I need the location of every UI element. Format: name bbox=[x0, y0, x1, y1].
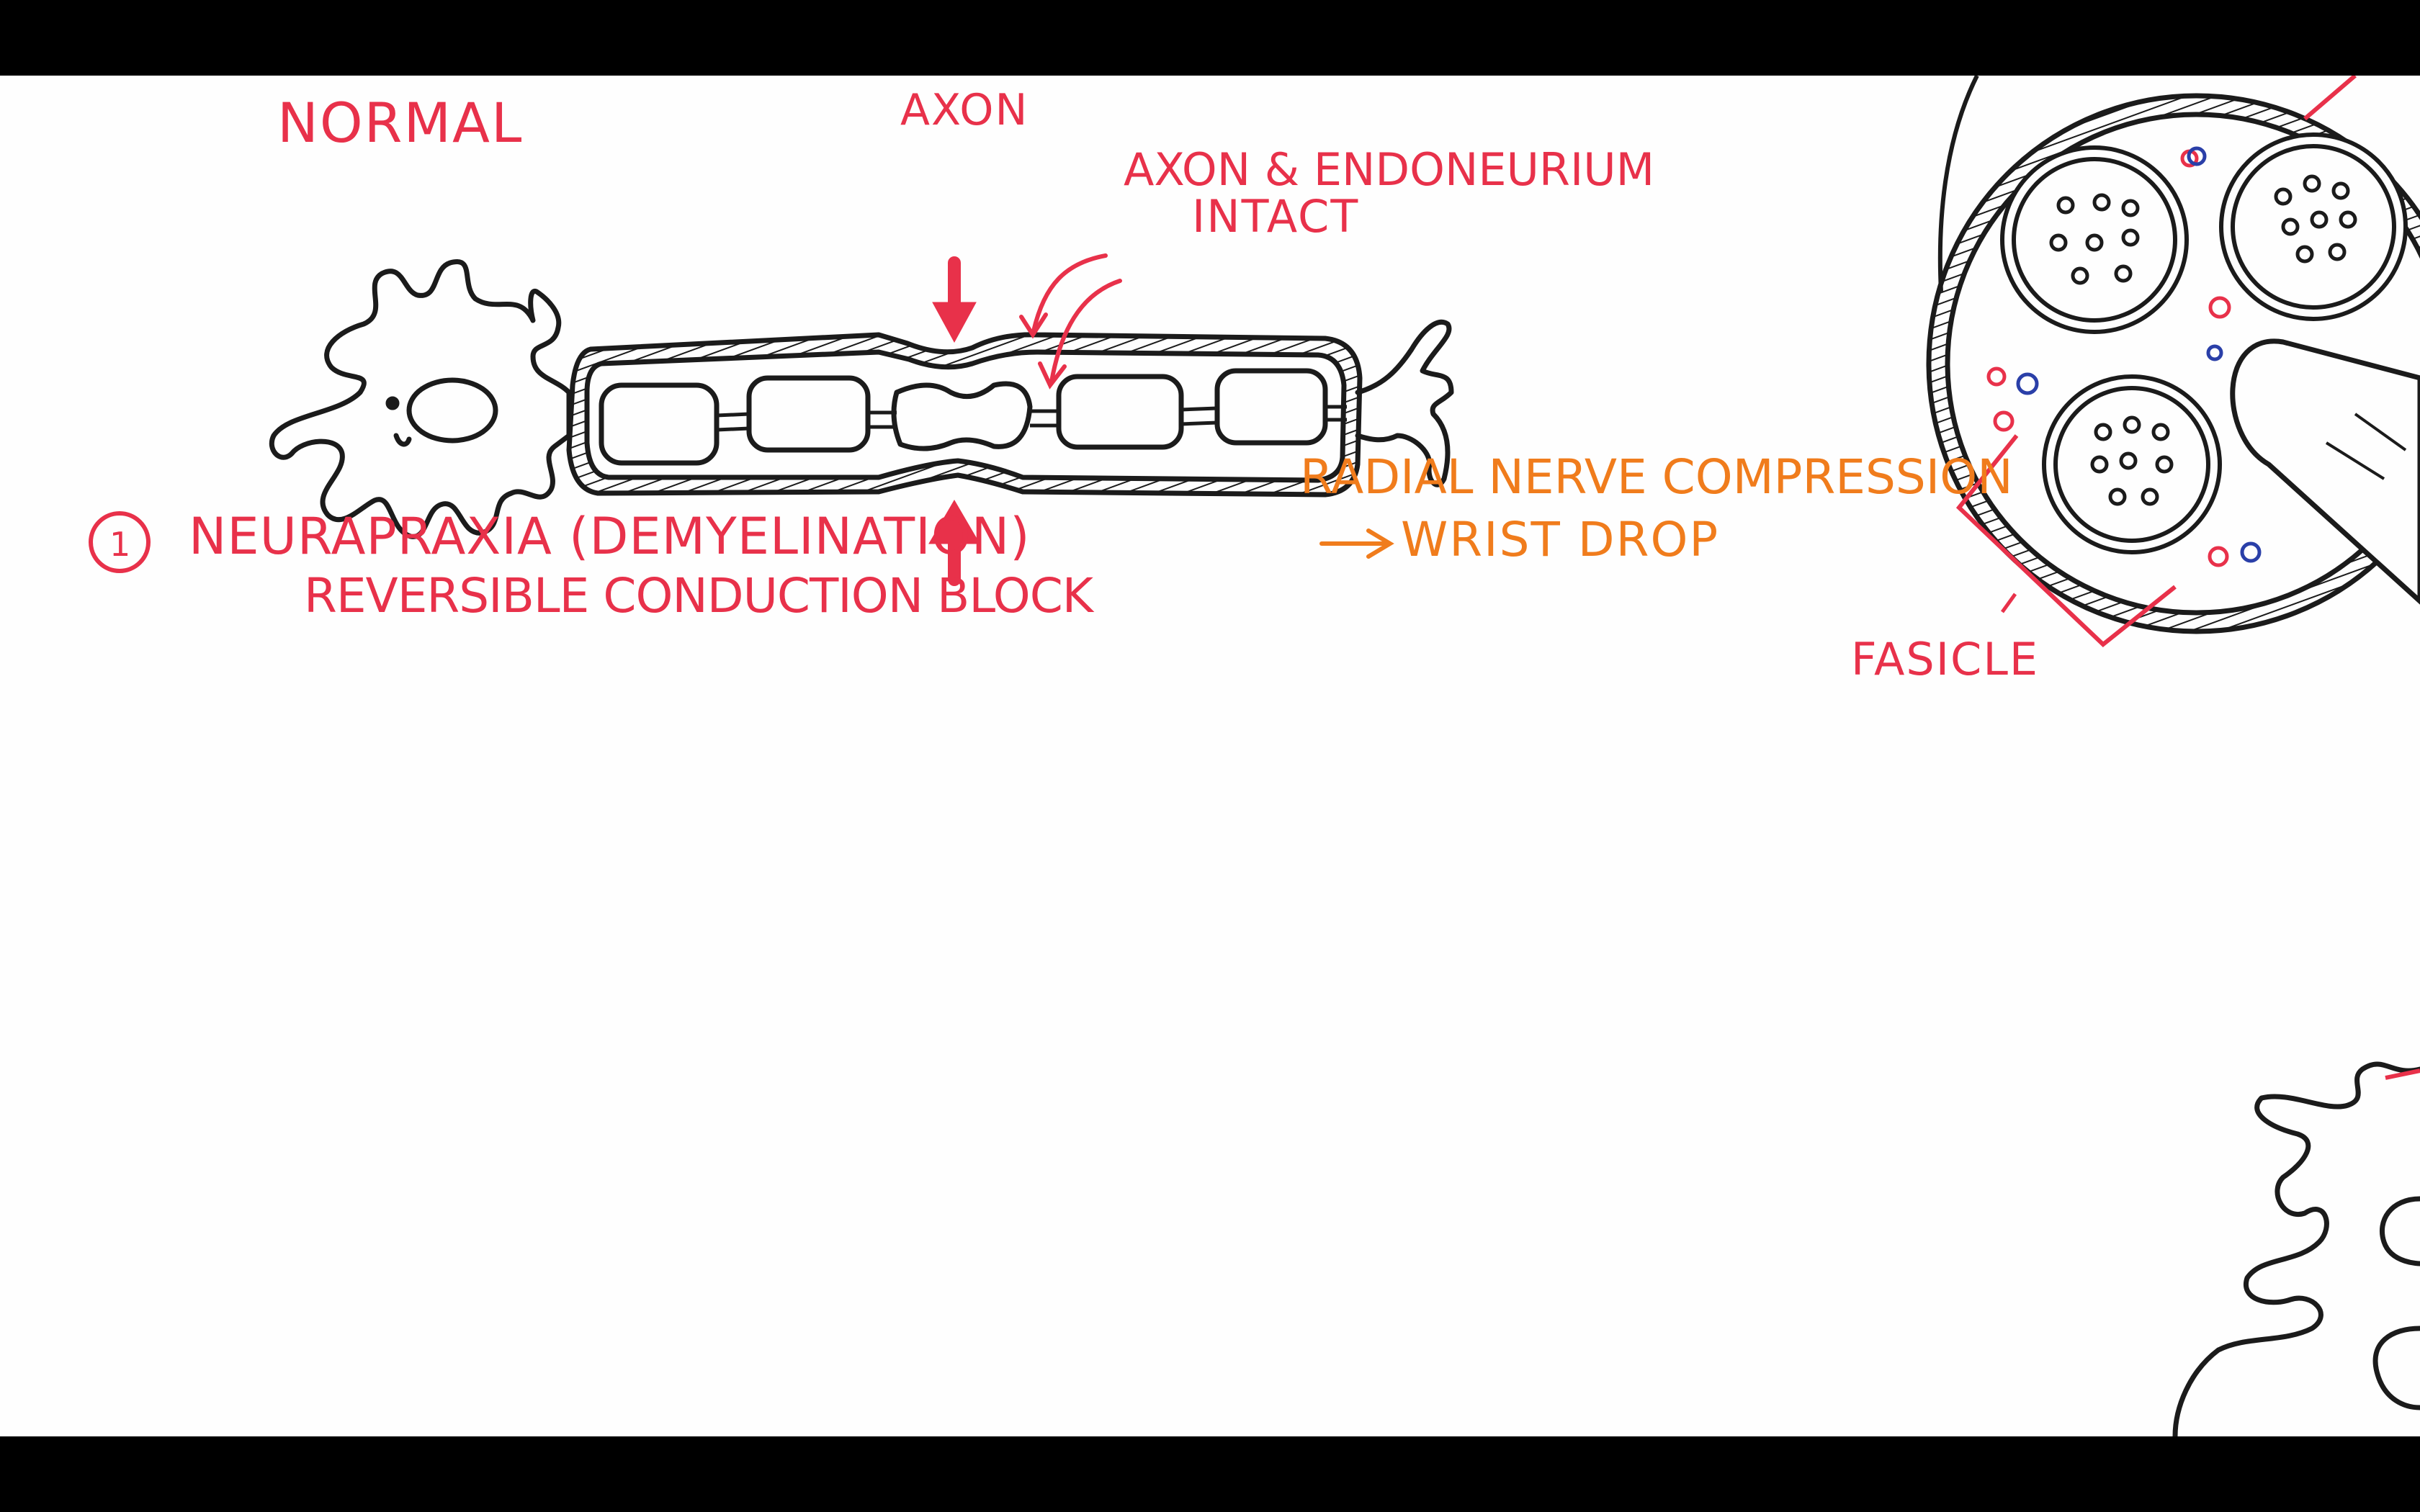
top-pointer-line bbox=[2303, 76, 2357, 121]
compressing-object bbox=[2230, 338, 2420, 605]
partial-neuron-bottom-right bbox=[2172, 1061, 2420, 1436]
compression-arrows bbox=[928, 256, 980, 586]
label-item-number: 1 bbox=[109, 525, 133, 564]
fascicles bbox=[2000, 132, 2408, 554]
item-number-circle bbox=[89, 511, 151, 573]
fasicle-pointer bbox=[1955, 434, 2177, 647]
letterbox-top bbox=[0, 0, 2420, 76]
wrist-drop-arrow bbox=[1319, 528, 1394, 559]
drawing-canvas bbox=[89, 76, 2420, 1436]
label-neurapraxia: NEURAPRAXIA (DEMYELINATION) bbox=[189, 507, 1031, 566]
nodes-of-ranvier bbox=[716, 405, 1347, 432]
label-fasicle: FASICLE bbox=[1851, 633, 2040, 685]
axon-dots bbox=[2049, 174, 2357, 506]
label-axon-endoneurium: AXON & ENDONEURIUM bbox=[1124, 143, 1655, 196]
whiteboard: NORMAL AXON AXON & ENDONEURIUM INTACT 1 … bbox=[0, 76, 2420, 1436]
axon-terminal bbox=[1355, 320, 1454, 487]
nerve-cross-section bbox=[1926, 76, 2420, 647]
label-reversible-block: REVERSIBLE CONDUCTION BLOCK bbox=[304, 568, 1093, 624]
label-normal: NORMAL bbox=[277, 91, 524, 155]
label-radial-nerve: RADIAL NERVE COMPRESSION bbox=[1300, 449, 2013, 505]
label-axon: AXON bbox=[900, 85, 1029, 135]
label-intact: INTACT bbox=[1192, 190, 1360, 243]
axon-segments bbox=[599, 368, 1328, 466]
letterbox-bottom bbox=[0, 1436, 2420, 1512]
label-wrist-drop: WRIST DROP bbox=[1401, 512, 1720, 567]
intact-pointer-arrows bbox=[1019, 253, 1122, 390]
neuron-cell-body bbox=[269, 258, 572, 539]
blood-vessels bbox=[1986, 146, 2262, 567]
